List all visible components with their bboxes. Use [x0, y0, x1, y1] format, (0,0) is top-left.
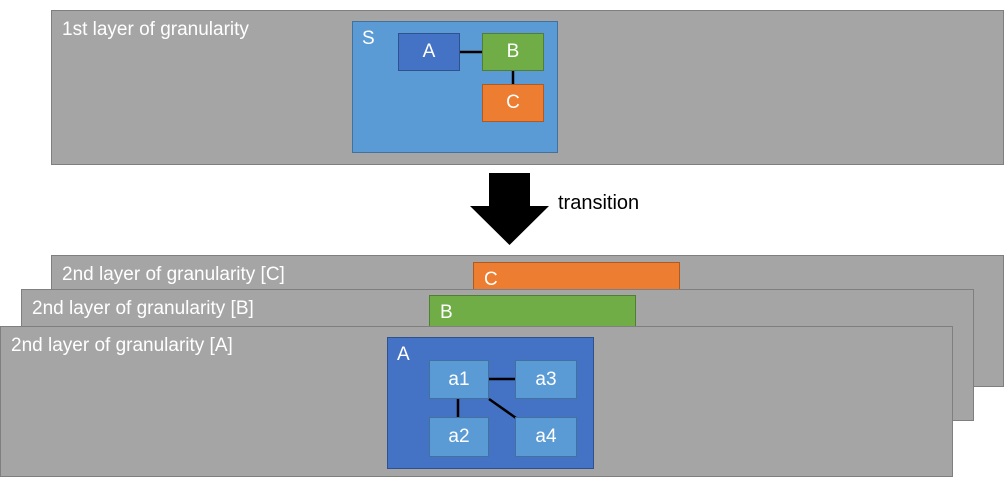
system-s-label: S [362, 28, 375, 49]
layer1-connectors [460, 50, 515, 85]
layer1-title: 1st layer of granularity [62, 19, 249, 40]
layer2-c-tab-label: C [484, 269, 498, 290]
node-c: C [482, 84, 544, 122]
layer2-c-title: 2nd layer of granularity [C] [62, 264, 285, 285]
node-a1: a1 [429, 360, 489, 399]
node-a: A [398, 33, 460, 71]
layer2-a-connectors [456, 377, 517, 420]
node-a3: a3 [515, 360, 577, 399]
layer1-panel: 1st layer of granularity S A B C [51, 10, 1004, 165]
node-b: B [482, 33, 544, 71]
layer2-b-tab-label: B [440, 302, 453, 323]
component-a-label: A [397, 344, 410, 365]
layer2-b-title: 2nd layer of granularity [B] [32, 298, 254, 319]
node-a4: a4 [515, 417, 577, 457]
transition-arrow-icon [470, 173, 549, 245]
layer2-a-title: 2nd layer of granularity [A] [11, 335, 233, 356]
layer2-a-panel: 2nd layer of granularity [A] A a1 a3 a2 … [0, 326, 953, 477]
node-a2: a2 [429, 417, 489, 457]
connector-a1-a4 [488, 397, 517, 420]
transition-label: transition [558, 192, 640, 214]
